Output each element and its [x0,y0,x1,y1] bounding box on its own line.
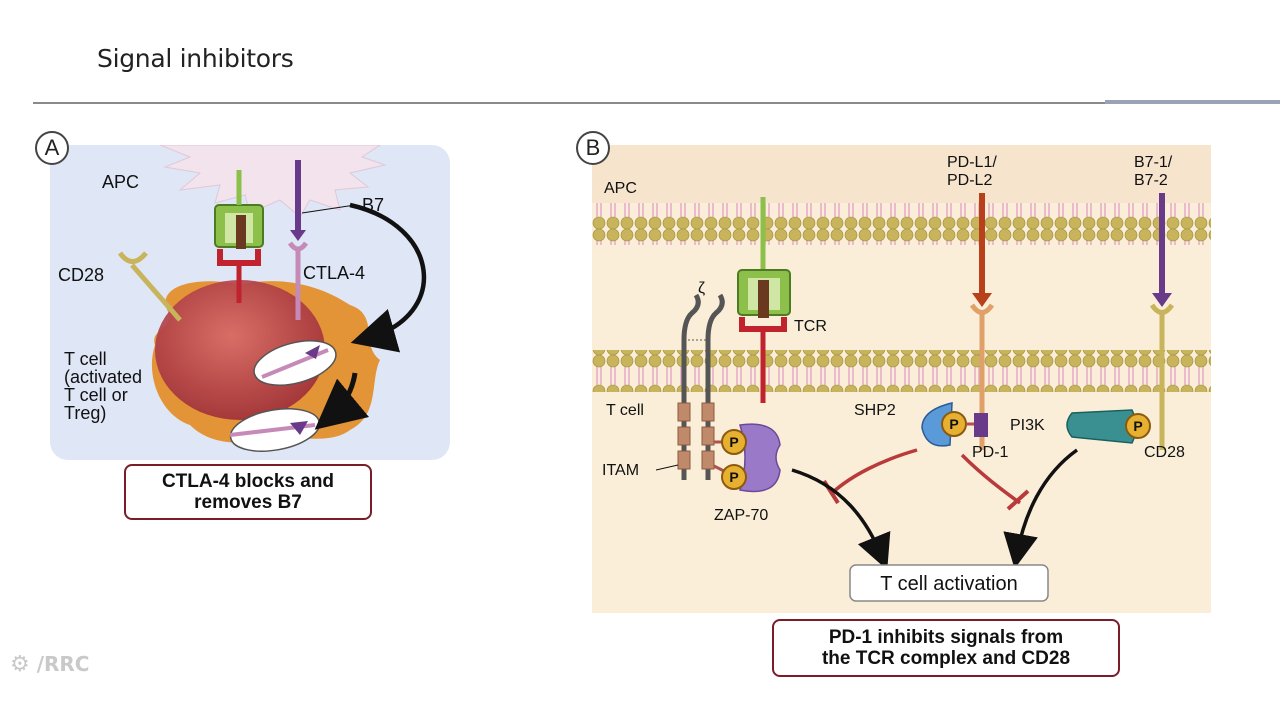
label-apc: APC [102,172,139,192]
panel-a-letter: A [35,131,69,165]
panel-a-caption: CTLA-4 blocks and removes B7 [124,464,372,520]
apc-membrane [592,203,1211,245]
label-ctla4: CTLA-4 [303,263,365,283]
itam-boxes [677,402,715,470]
cd28-receptor [1149,303,1175,315]
panel-a-caption-line-2: removes B7 [194,492,302,513]
panel-b-caption-line-1: PD-1 inhibits signals from [828,627,1064,648]
label-cd28: CD28 [58,265,104,285]
apc-region [592,145,1211,203]
panel-b-letter: B [576,131,610,165]
label-b7-1: B7-1/ [1134,154,1173,171]
title-divider [33,102,1280,104]
label-pdl-1: PD-L1/ [947,154,997,171]
label-b7-2: B7-2 [1134,172,1168,189]
apc-cell [159,145,387,218]
ctla4-uptake-arrow [349,202,427,353]
panel-a-diagram: APC B7 CD28 CTLA-4 T cell (activated T c… [50,145,450,460]
shp2 [921,402,953,447]
label-cd28-b: CD28 [1144,444,1185,461]
phospho-label-3: P [949,416,958,432]
panel-a-caption-line-1: CTLA-4 blocks and [161,471,335,492]
label-apc-b: APC [604,180,637,197]
zeta-chain-left [681,293,701,480]
logo-text: /RRC [36,652,90,676]
label-tcell-1: T cell [64,349,107,369]
pd1-receptor [969,303,995,315]
phospho-label-4: P [1133,418,1142,434]
arrow-zap-activation [791,468,891,570]
gear-icon: ⚙ [10,652,30,677]
title-divider-accent [1105,100,1280,104]
label-pdl-2: PD-L2 [947,172,992,189]
label-tcell-3: T cell or [64,385,128,405]
phospho-pi3k [1125,413,1151,439]
panel-b-caption-line-2: the TCR complex and CD28 [821,648,1071,669]
label-tcell-b: T cell [606,402,644,419]
label-zap70: ZAP-70 [714,507,768,524]
label-shp2: SHP2 [854,402,896,419]
slide-title: Signal inhibitors [97,44,294,73]
label-pd1: PD-1 [972,444,1009,461]
phospho-label-1: P [729,434,738,450]
phospho-label-2: P [729,469,738,485]
panel-b-diagram: APC PD-L1/ PD-L2 B7-1/ B7-2 ζ TCR T cell… [592,145,1211,613]
phospho-zap-1 [721,429,747,455]
inhibition-tcr [830,448,918,495]
label-pi3k: PI3K [1010,417,1045,434]
label-tcr: TCR [794,318,827,335]
cd28-stalk [130,263,182,322]
phospho-zap-2 [721,464,747,490]
zeta-chain-right [705,293,725,480]
activation-box [849,564,1049,602]
rrc-logo: ⚙ /RRC [10,652,90,677]
inhibition-cd28 [960,453,1022,505]
label-tcell-4: Treg) [64,403,106,423]
label-itam: ITAM [602,462,639,479]
zap70 [739,423,781,493]
tcell-membrane [592,350,1211,392]
label-zeta: ζ [698,280,705,297]
arrow-pi3k-activation [1003,448,1079,569]
internalization-arrow [314,372,370,430]
panel-b-caption: PD-1 inhibits signals from the TCR compl… [772,619,1120,677]
label-tcell-2: (activated [64,367,142,387]
label-b7: B7 [362,195,384,215]
label-activation: T cell activation [880,573,1017,595]
